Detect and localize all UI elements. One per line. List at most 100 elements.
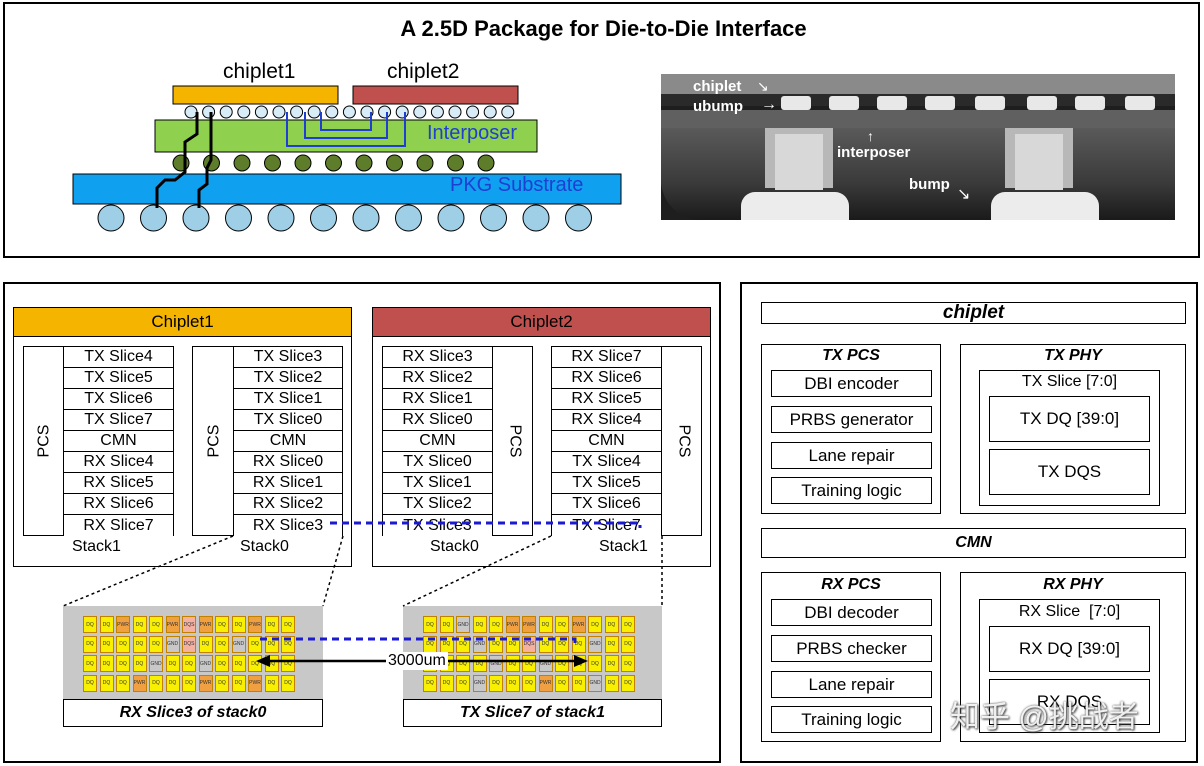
rx-slice-label: RX Slice [7:0]: [1018, 603, 1121, 620]
tx-pcs-item: PRBS generator: [771, 406, 932, 433]
c4-bump: [447, 154, 464, 172]
bump-cell: DQ: [423, 674, 437, 692]
chiplet2-die: [352, 85, 519, 105]
bump-cell: DQ: [182, 655, 196, 672]
solder-ball: [395, 204, 422, 232]
bump-cell: DQ: [264, 674, 279, 692]
bump-cell: DQ: [439, 616, 454, 633]
bump-cell: DQ: [215, 674, 229, 692]
bump-cell: DQ: [149, 616, 163, 633]
chiplet1-header: Chiplet1: [13, 307, 352, 337]
xray-ubump: [925, 96, 955, 110]
substrate-label: PKG Substrate: [450, 174, 584, 196]
xray-ubump: [1125, 96, 1155, 110]
bump-cell: DQ: [489, 674, 503, 692]
rx-slice3-caption: RX Slice3 of stack0: [63, 699, 323, 727]
bump-cell: DQ: [604, 616, 619, 633]
slice-cell: RX Slice0: [383, 410, 492, 431]
chiplet2-header: Chiplet2: [372, 307, 711, 337]
bump-cell: DQ: [83, 655, 97, 672]
solder-ball: [352, 204, 380, 232]
slice-cell: RX Slice2: [234, 494, 342, 515]
bump-cell: GND: [231, 635, 246, 653]
slice-cell: RX Slice5: [64, 473, 173, 494]
microbump: [466, 105, 480, 119]
solder-ball: [310, 204, 337, 232]
slice-cell: TX Slice0: [234, 410, 342, 431]
bump-cell: DQ: [604, 674, 619, 692]
xray-bump-label: bump: [909, 176, 950, 193]
bump-cell: DQ: [132, 655, 147, 672]
chiplet-block-title: chiplet: [761, 302, 1186, 324]
bump-cell: PWR: [116, 616, 130, 633]
bump-cell: PWR: [248, 616, 262, 633]
slice-cell: RX Slice5: [552, 389, 661, 410]
xray-image: chiplet ↘ ubump → ↑ interposer bump ↘: [661, 74, 1175, 220]
c4-bump: [325, 154, 342, 172]
bump-cell: DQ: [231, 674, 246, 692]
bump-cell: PWR: [571, 616, 586, 633]
bump-cell: PWR: [198, 616, 213, 633]
package-cross-section: [72, 85, 622, 232]
bump-cell: DQ: [472, 655, 487, 672]
rx-dq-block: RX DQ [39:0]: [989, 626, 1150, 672]
chiplet1-label: chiplet1: [223, 60, 296, 83]
cmn-block: CMN: [761, 528, 1186, 558]
bump-cell: DQ: [472, 616, 487, 633]
solder-ball: [437, 204, 465, 232]
bump-cell: DQ: [621, 635, 635, 653]
slice-cell: RX Slice1: [383, 389, 492, 410]
bump-cell: DQ: [588, 655, 602, 672]
tx-slice-box: [979, 370, 1160, 506]
bump-cell: DQ: [116, 674, 130, 692]
tx-phy-title: TX PHY: [1044, 347, 1102, 364]
microbump: [219, 105, 233, 119]
bump-cell: DQ: [198, 635, 213, 653]
slice-cell: RX Slice7: [552, 347, 661, 368]
bump-cell: PWR: [198, 674, 213, 692]
microbump: [272, 105, 286, 119]
bump-cell: DQ: [182, 674, 196, 692]
slice-cell: RX Slice2: [383, 368, 492, 389]
bump-cell: DQ: [215, 616, 229, 633]
bump-cell: DQ: [281, 655, 295, 672]
c2-stack1-pcs-box: [661, 346, 702, 536]
slice-cell: TX Slice5: [64, 368, 173, 389]
slice-cell: RX Slice0: [234, 452, 342, 473]
xray-ubump: [829, 96, 859, 110]
slice-cell: CMN: [383, 431, 492, 452]
bump-cell: DQ: [621, 616, 635, 633]
tx-pcs-item: DBI encoder: [771, 370, 932, 397]
slice-cell: RX Slice6: [552, 368, 661, 389]
rx-pcs-item: Training logic: [771, 706, 932, 733]
c4-bump: [264, 154, 281, 172]
slice-cell: TX Slice6: [552, 494, 661, 515]
tx-slice7-caption: TX Slice7 of stack1: [403, 699, 662, 727]
distance-label: 3000um: [386, 652, 448, 670]
solder-ball: [480, 204, 507, 232]
bump-cell: DQ: [83, 674, 97, 692]
slice-cell: RX Slice4: [64, 452, 173, 473]
rx-pcs-item: DBI decoder: [771, 599, 932, 626]
rx-pcs-box: [761, 572, 941, 742]
solder-ball: [97, 204, 125, 232]
bump-cell: DQ: [604, 655, 619, 672]
chiplet1-body: [13, 336, 352, 567]
slice-cell: TX Slice1: [383, 473, 492, 494]
microbump: [237, 105, 251, 119]
slice-cell: TX Slice2: [234, 368, 342, 389]
slice-cell: TX Slice6: [64, 389, 173, 410]
rx-dqs-block: RX DQS: [989, 679, 1150, 725]
bump-cell: DQ: [132, 635, 147, 653]
bump-cell: PWR: [538, 674, 553, 692]
c2-stack0-pcs-box: [492, 346, 533, 536]
bump-cell: DQ: [116, 635, 130, 653]
slice-cell: TX Slice7: [552, 515, 661, 536]
c4-bump: [233, 154, 251, 172]
microbump: [430, 105, 444, 119]
tx-pcs-box: [761, 344, 941, 514]
slice-cell: TX Slice4: [552, 452, 661, 473]
